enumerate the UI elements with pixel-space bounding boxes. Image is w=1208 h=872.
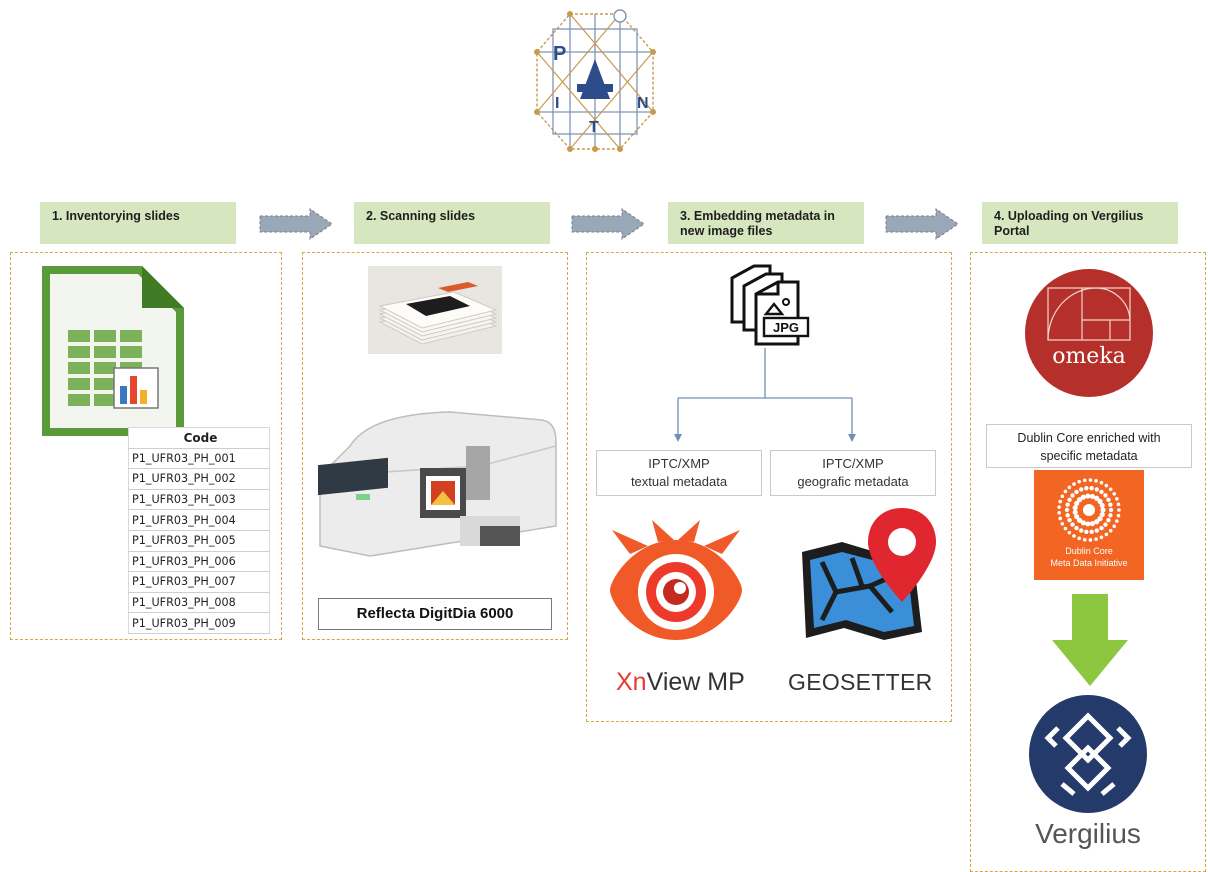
code-table: Code P1_UFR03_PH_001 P1_UFR03_PH_002 P1_… xyxy=(128,427,270,634)
table-row: P1_UFR03_PH_005 xyxy=(128,530,270,552)
dublin-core-enriched-box: Dublin Core enriched with specific metad… xyxy=(986,424,1192,468)
step-3-title: 3. Embedding metadata in new image files xyxy=(680,209,835,238)
table-row: P1_UFR03_PH_004 xyxy=(128,509,270,531)
vergilius-wordmark: Vergilius xyxy=(1035,818,1141,849)
xnview-rest: View MP xyxy=(646,668,745,696)
table-cell: P1_UFR03_PH_008 xyxy=(128,592,270,614)
dublin-core-line2: specific metadata xyxy=(1040,449,1138,463)
geographic-metadata-line1: IPTC/XMP xyxy=(822,456,884,471)
green-down-arrow xyxy=(1052,594,1128,686)
step-1-header: 1. Inventorying slides xyxy=(40,202,236,244)
dublin-core-logo-line2: Meta Data Initiative xyxy=(1050,558,1128,568)
dublin-core-logo-line1: Dublin Core xyxy=(1065,546,1113,556)
geographic-metadata-line2: geografic metadata xyxy=(797,474,909,489)
geographic-metadata-box: IPTC/XMP geografic metadata xyxy=(770,450,936,496)
xnview-wordmark: XnView MP xyxy=(616,668,745,697)
dublin-core-logo: Dublin Core Meta Data Initiative xyxy=(1034,470,1144,580)
step-2-title: 2. Scanning slides xyxy=(366,209,476,223)
table-cell: P1_UFR03_PH_004 xyxy=(128,509,270,531)
table-cell: P1_UFR03_PH_005 xyxy=(128,530,270,552)
logo-letter-i: I xyxy=(555,95,559,112)
code-table-header: Code xyxy=(128,427,270,449)
table-cell: P1_UFR03_PH_003 xyxy=(128,489,270,511)
table-cell: P1_UFR03_PH_006 xyxy=(128,551,270,573)
logo-letter-t: T xyxy=(589,119,599,136)
logo-letter-n: N xyxy=(637,95,649,112)
table-row: P1_UFR03_PH_001 xyxy=(128,448,270,470)
spreadsheet-icon xyxy=(42,266,184,436)
slides-stack-image xyxy=(368,266,502,354)
table-row: P1_UFR03_PH_007 xyxy=(128,571,270,593)
scanner-label-text: Reflecta DigitDia 6000 xyxy=(356,605,514,622)
table-row: P1_UFR03_PH_008 xyxy=(128,592,270,614)
step-4-title: 4. Uploading on Vergilius Portal xyxy=(994,209,1144,238)
dublin-core-sun-icon xyxy=(1057,478,1121,542)
vergilius-logo xyxy=(1029,695,1147,813)
logo-letter-p: P xyxy=(553,43,566,65)
table-row: P1_UFR03_PH_002 xyxy=(128,468,270,490)
step-2-panel xyxy=(302,252,568,640)
step-2-header: 2. Scanning slides xyxy=(354,202,550,244)
arrow-1-2 xyxy=(259,208,333,240)
textual-metadata-line2: textual metadata xyxy=(630,474,728,489)
step-1-panel xyxy=(10,252,282,640)
table-row: P1_UFR03_PH_006 xyxy=(128,551,270,573)
omeka-logo xyxy=(1025,269,1153,397)
step-1-title: 1. Inventorying slides xyxy=(52,209,180,223)
table-cell: P1_UFR03_PH_009 xyxy=(128,612,270,634)
xnview-prefix: Xn xyxy=(616,668,647,696)
xnview-logo-icon xyxy=(610,520,742,640)
table-cell: P1_UFR03_PH_002 xyxy=(128,468,270,490)
scanner-image xyxy=(318,411,557,557)
jpg-files-icon: JPG xyxy=(730,264,810,346)
arrow-3-4 xyxy=(885,208,959,240)
omeka-wordmark: omeka xyxy=(1052,344,1126,369)
dublin-core-line1: Dublin Core enriched with xyxy=(1017,431,1161,445)
step-4-header: 4. Uploading on Vergilius Portal xyxy=(982,202,1178,244)
geosetter-logo-icon xyxy=(802,508,936,640)
pitn-logo: P I T N xyxy=(534,9,656,152)
textual-metadata-box: IPTC/XMP textual metadata xyxy=(596,450,762,496)
step-3-header: 3. Embedding metadata in new image files xyxy=(668,202,864,244)
metadata-split-connector xyxy=(674,348,856,442)
geosetter-wordmark: GEOSETTER xyxy=(788,669,933,695)
table-cell: P1_UFR03_PH_007 xyxy=(128,571,270,593)
arrow-2-3 xyxy=(571,208,645,240)
jpg-badge: JPG xyxy=(773,320,799,335)
table-row: P1_UFR03_PH_009 xyxy=(128,612,270,634)
table-row: P1_UFR03_PH_003 xyxy=(128,489,270,511)
scanner-label: Reflecta DigitDia 6000 xyxy=(318,598,552,630)
table-cell: P1_UFR03_PH_001 xyxy=(128,448,270,470)
textual-metadata-line1: IPTC/XMP xyxy=(648,456,710,471)
step-3-panel xyxy=(586,252,952,722)
